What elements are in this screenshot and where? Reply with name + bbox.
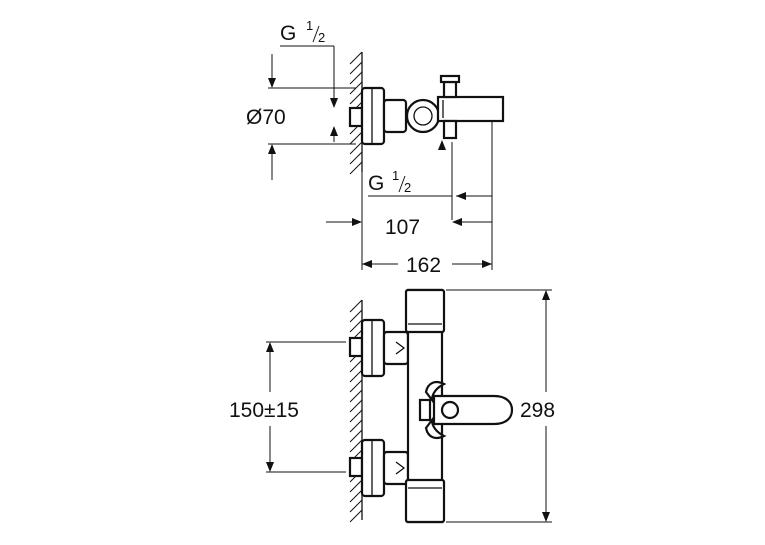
height-dimension: 298	[446, 289, 555, 523]
thread-dimension-top: G 1 2	[280, 18, 338, 142]
depth-spout-dimension: 107	[326, 122, 493, 270]
thread-bottom-den: 2	[404, 180, 411, 195]
wall-connector-lower	[348, 438, 410, 498]
depth-spout-label: 107	[385, 216, 420, 239]
centers-dimension: 150±15	[229, 341, 346, 473]
height-label: 298	[520, 399, 555, 422]
thread-bottom-num: 1	[392, 168, 399, 183]
thread-top-main: G	[280, 22, 296, 45]
thread-top-den: 2	[318, 30, 325, 45]
diameter-label: Ø70	[246, 106, 286, 129]
wall-connector-upper	[348, 318, 410, 378]
thread-dimension-bottom: G 1 2	[368, 140, 492, 220]
centers-label: 150±15	[229, 399, 299, 422]
wall-hatching-front	[349, 299, 363, 523]
top-view: G 1 2 Ø70 G 1 2	[246, 18, 505, 277]
depth-total-dimension: 162	[362, 254, 492, 277]
spout-top	[436, 74, 505, 140]
thread-bottom-main: G	[368, 172, 384, 195]
spout-front	[418, 381, 514, 439]
depth-total-label: 162	[406, 254, 441, 277]
front-view: 150±15 298	[229, 288, 555, 524]
wall-connector-top	[348, 86, 408, 146]
diameter-dimension: Ø70	[246, 54, 356, 180]
thread-top-num: 1	[306, 18, 313, 33]
mixer-body-top	[405, 98, 441, 134]
